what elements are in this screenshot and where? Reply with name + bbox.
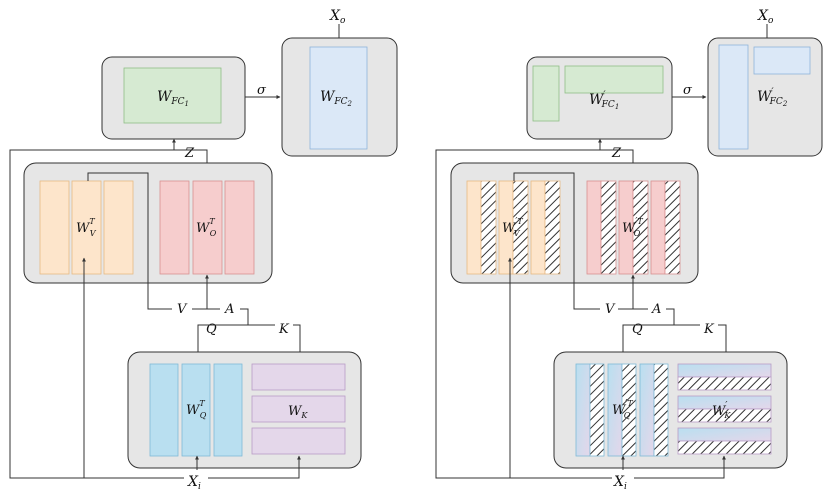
left-fc2-label: WFC2 bbox=[320, 89, 353, 108]
left-input-label: Xi bbox=[187, 474, 201, 492]
right-k-label: K bbox=[703, 322, 715, 337]
left-wq-col-1 bbox=[149, 363, 179, 457]
left-a-label: A bbox=[224, 302, 234, 317]
right-wv-col-3-kept bbox=[530, 180, 546, 275]
right-input-to-k bbox=[634, 455, 726, 479]
left-wv-col-2 bbox=[71, 180, 102, 275]
left-q-wire bbox=[197, 324, 275, 364]
right-z-wire bbox=[598, 138, 634, 163]
left-output-label: Xo bbox=[329, 8, 346, 26]
right-input-label: Xi bbox=[613, 474, 627, 492]
left-sigma-label: σ bbox=[257, 83, 267, 98]
right-wv-col-1-pruned bbox=[480, 180, 497, 275]
right-fc2-col bbox=[718, 44, 749, 150]
right-wv-col-1-kept bbox=[466, 180, 482, 275]
right-fc1-col bbox=[532, 65, 560, 122]
right-wo-col-2-pruned bbox=[632, 180, 649, 275]
right-wo-col-1-pruned bbox=[600, 180, 617, 275]
left-wk-label: WK bbox=[288, 404, 308, 420]
left-input-to-k bbox=[208, 455, 301, 479]
right-a-label: A bbox=[651, 302, 661, 317]
left-wk-row-3 bbox=[251, 427, 346, 455]
right-wk-row-1-kept bbox=[677, 363, 772, 378]
right-wq-col-2-pruned bbox=[621, 363, 637, 457]
right-wk-row-3-pruned bbox=[677, 440, 772, 455]
right-wk-row-3-kept bbox=[677, 427, 772, 442]
left-wo-col-1 bbox=[159, 180, 190, 275]
left-fc1-label: WFC1 bbox=[157, 89, 189, 108]
left-k-label: K bbox=[278, 322, 290, 337]
right-v-label: V bbox=[605, 302, 616, 317]
left-wv-col-1 bbox=[39, 180, 70, 275]
right-wo-col-3-pruned bbox=[664, 180, 681, 275]
right-wk-row-2-pruned bbox=[677, 408, 772, 423]
right-wk-row-1-pruned bbox=[677, 376, 772, 391]
right-sigma-label: σ bbox=[683, 83, 693, 98]
left-wv-col-3 bbox=[103, 180, 134, 275]
right-output-label: Xo bbox=[757, 8, 774, 26]
left-fc1-matrix bbox=[123, 67, 222, 124]
right-wq-col-1-kept bbox=[575, 363, 591, 457]
left-z-label: Z bbox=[184, 146, 195, 161]
right-v-wire bbox=[513, 172, 600, 310]
right-wv-col-3-pruned bbox=[544, 180, 561, 275]
left-input-to-v bbox=[82, 257, 184, 479]
right-input-to-v bbox=[508, 257, 612, 479]
right-fc2-label: W′FC2 bbox=[757, 87, 788, 108]
right-wk-label: W′K bbox=[712, 401, 731, 420]
right-wq-col-3-kept bbox=[639, 363, 655, 457]
right-wq-col-1-pruned bbox=[589, 363, 605, 457]
left-wq-col-3 bbox=[213, 363, 243, 457]
left-wk-row-2 bbox=[251, 395, 346, 423]
left-v-label: V bbox=[177, 302, 188, 317]
left-z-wire bbox=[172, 138, 208, 163]
right-wo-col-1-kept bbox=[586, 180, 602, 275]
right-fc1-label: W′FC1 bbox=[589, 90, 619, 111]
left-wo-col-3 bbox=[224, 180, 255, 275]
right-fc2-row bbox=[753, 46, 811, 75]
right-fc1-row bbox=[564, 65, 664, 94]
right-wo-col-3-kept bbox=[650, 180, 666, 275]
right-q-wire bbox=[622, 324, 700, 364]
left-wk-row-1 bbox=[251, 363, 346, 391]
left-v-wire bbox=[87, 172, 172, 310]
left-q-label: Q bbox=[206, 322, 217, 337]
left-wq-col-2 bbox=[181, 363, 211, 457]
left-wo-col-2 bbox=[192, 180, 223, 275]
left-fc2-matrix bbox=[309, 46, 368, 150]
right-wq-col-3-pruned bbox=[653, 363, 669, 457]
right-wv-col-2-pruned bbox=[512, 180, 529, 275]
right-z-label: Z bbox=[611, 146, 622, 161]
left-k-wire bbox=[293, 324, 301, 364]
right-k-wire bbox=[718, 324, 727, 364]
right-q-label: Q bbox=[632, 322, 643, 337]
